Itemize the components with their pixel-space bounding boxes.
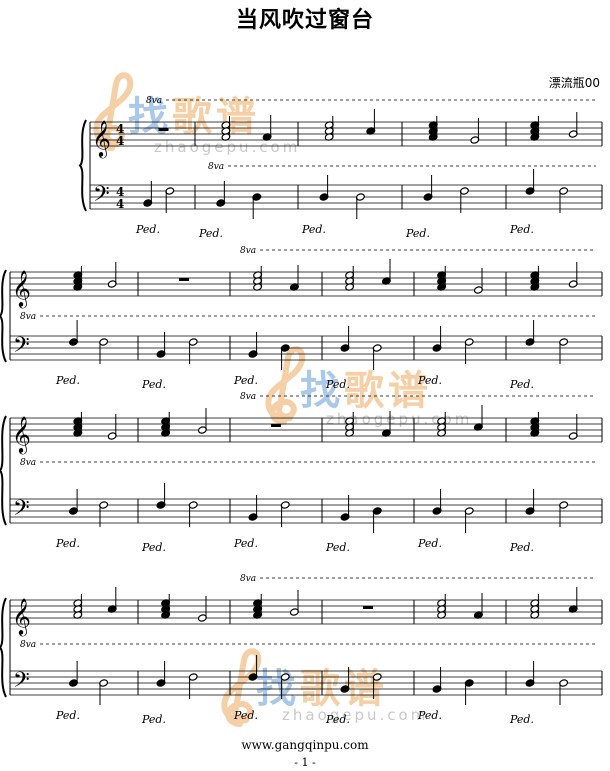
whole-rest <box>179 278 189 281</box>
pedal-mark: Ped. <box>141 541 166 554</box>
ottava-mark: 8va <box>20 458 36 468</box>
time-signature-bottom: 4 <box>116 197 124 211</box>
treble-clef-icon: 𝄞 <box>92 119 111 158</box>
treble-clef-icon: 𝄞 <box>12 597 31 636</box>
bass-clef-icon: 𝄢 <box>13 333 30 363</box>
bass-clef-icon: 𝄢 <box>13 496 30 526</box>
system-brace <box>0 597 7 698</box>
pedal-mark: Ped. <box>509 378 534 391</box>
pedal-mark: Ped. <box>55 709 80 722</box>
pedal-mark: Ped. <box>233 709 258 722</box>
pedal-mark: Ped. <box>325 378 350 391</box>
ottava-mark: 8va <box>146 96 162 106</box>
pedal-mark: Ped. <box>135 223 160 236</box>
ottava-mark: 8va <box>20 640 36 650</box>
ottava-mark: 8va <box>208 162 224 172</box>
page-number: - 1 - <box>294 756 316 769</box>
pedal-mark: Ped. <box>509 713 534 726</box>
time-signature-bottom: 4 <box>116 134 124 148</box>
pedal-mark: Ped. <box>417 709 442 722</box>
pedal-mark: Ped. <box>141 713 166 726</box>
time-signature-top: 4 <box>116 185 124 199</box>
pedal-mark: Ped. <box>55 374 80 387</box>
whole-rest <box>271 424 281 427</box>
page-title: 当风吹过窗台 <box>235 8 374 33</box>
system-brace <box>0 269 7 363</box>
pedal-mark: Ped. <box>417 537 442 550</box>
pedal-mark: Ped. <box>509 541 534 554</box>
pedal-mark: Ped. <box>417 374 442 387</box>
whole-rest <box>363 606 373 609</box>
pedal-mark: Ped. <box>325 541 350 554</box>
pedal-mark: Ped. <box>509 223 534 236</box>
footer-url: www.gangqinpu.com <box>241 738 369 752</box>
whole-rest <box>158 128 169 131</box>
ottava-mark: 8va <box>240 246 256 256</box>
system-brace <box>0 415 7 526</box>
pedal-mark: Ped. <box>325 713 350 726</box>
system-brace <box>78 119 87 212</box>
bass-clef-icon: 𝄢 <box>13 668 30 698</box>
pedal-mark: Ped. <box>55 537 80 550</box>
pedal-mark: Ped. <box>141 378 166 391</box>
pedal-mark: Ped. <box>405 227 430 240</box>
ottava-mark: 8va <box>240 574 256 584</box>
pedal-mark: Ped. <box>233 537 258 550</box>
pedal-mark: Ped. <box>301 223 326 236</box>
ottava-mark: 8va <box>20 312 36 322</box>
treble-clef-icon: 𝄞 <box>12 269 31 308</box>
pedal-mark: Ped. <box>233 374 258 387</box>
time-signature-top: 4 <box>116 122 124 136</box>
bass-clef-icon: 𝄢 <box>93 182 110 212</box>
treble-clef-icon: 𝄞 <box>12 415 31 454</box>
composer-name: 漂流瓶00 <box>548 76 600 90</box>
pedal-mark: Ped. <box>198 227 223 240</box>
ottava-mark: 8va <box>240 392 256 402</box>
